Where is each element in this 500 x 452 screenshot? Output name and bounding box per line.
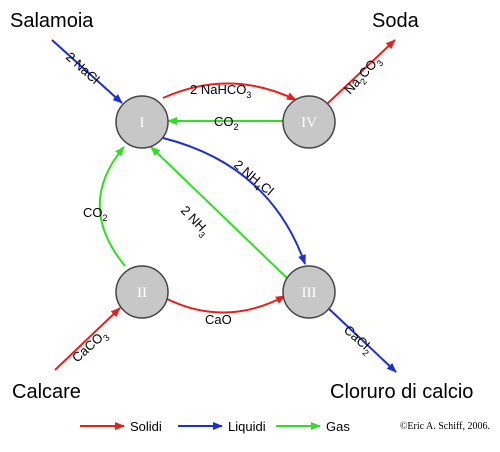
edge-label-nh3: 2 NH3	[176, 203, 213, 240]
co2-left-arrow	[98, 146, 126, 267]
edge-label-na2co3: Na2CO3	[341, 53, 385, 99]
node-4-label: IV	[301, 115, 317, 131]
nh3-arrow	[150, 146, 290, 281]
node-1-label: I	[140, 115, 145, 131]
legend-solid-label: Solidi	[130, 419, 162, 434]
node-3: III	[282, 265, 336, 319]
na2co3-arrow	[326, 39, 396, 105]
node-3-label: III	[302, 285, 317, 301]
cacl2-arrow	[326, 306, 397, 373]
edge-label-nacl: 2 NaCl	[63, 49, 103, 87]
endpoint-limestone: Calcare	[12, 381, 81, 403]
legend: Solidi Liquidi Gas	[80, 419, 350, 434]
edge-label-co2-left: CO2	[83, 205, 108, 223]
node-1: I	[115, 95, 169, 149]
edge-label-cacl2: CaCl2	[339, 322, 376, 358]
nh4cl-arrow	[162, 137, 306, 265]
caco3-arrow	[54, 307, 121, 371]
legend-liquid-label: Liquidi	[228, 419, 266, 434]
legend-gas-label: Gas	[326, 419, 350, 434]
edge-label-cao: CaO	[205, 312, 232, 327]
edge-label-nh4cl: 2 NH4Cl	[229, 157, 277, 201]
node-2: II	[115, 265, 169, 319]
cao-arrow	[164, 295, 286, 314]
credit: ©Eric A. Schiff, 2006.	[400, 421, 490, 432]
node-4: IV	[282, 95, 336, 149]
edge-label-co2-top: CO2	[214, 114, 239, 132]
endpoint-brine: Salamoia	[10, 10, 94, 32]
edge-label-nahco3: 2 NaHCO3	[190, 82, 251, 100]
edge-label-caco3: CaCO3	[69, 327, 112, 368]
nacl-arrow	[51, 39, 123, 104]
node-2-label: II	[137, 285, 147, 301]
endpoint-soda: Soda	[372, 10, 420, 32]
endpoint-calcium-chloride: Cloruro di calcio	[330, 381, 473, 403]
nahco3-arrow	[162, 82, 297, 101]
